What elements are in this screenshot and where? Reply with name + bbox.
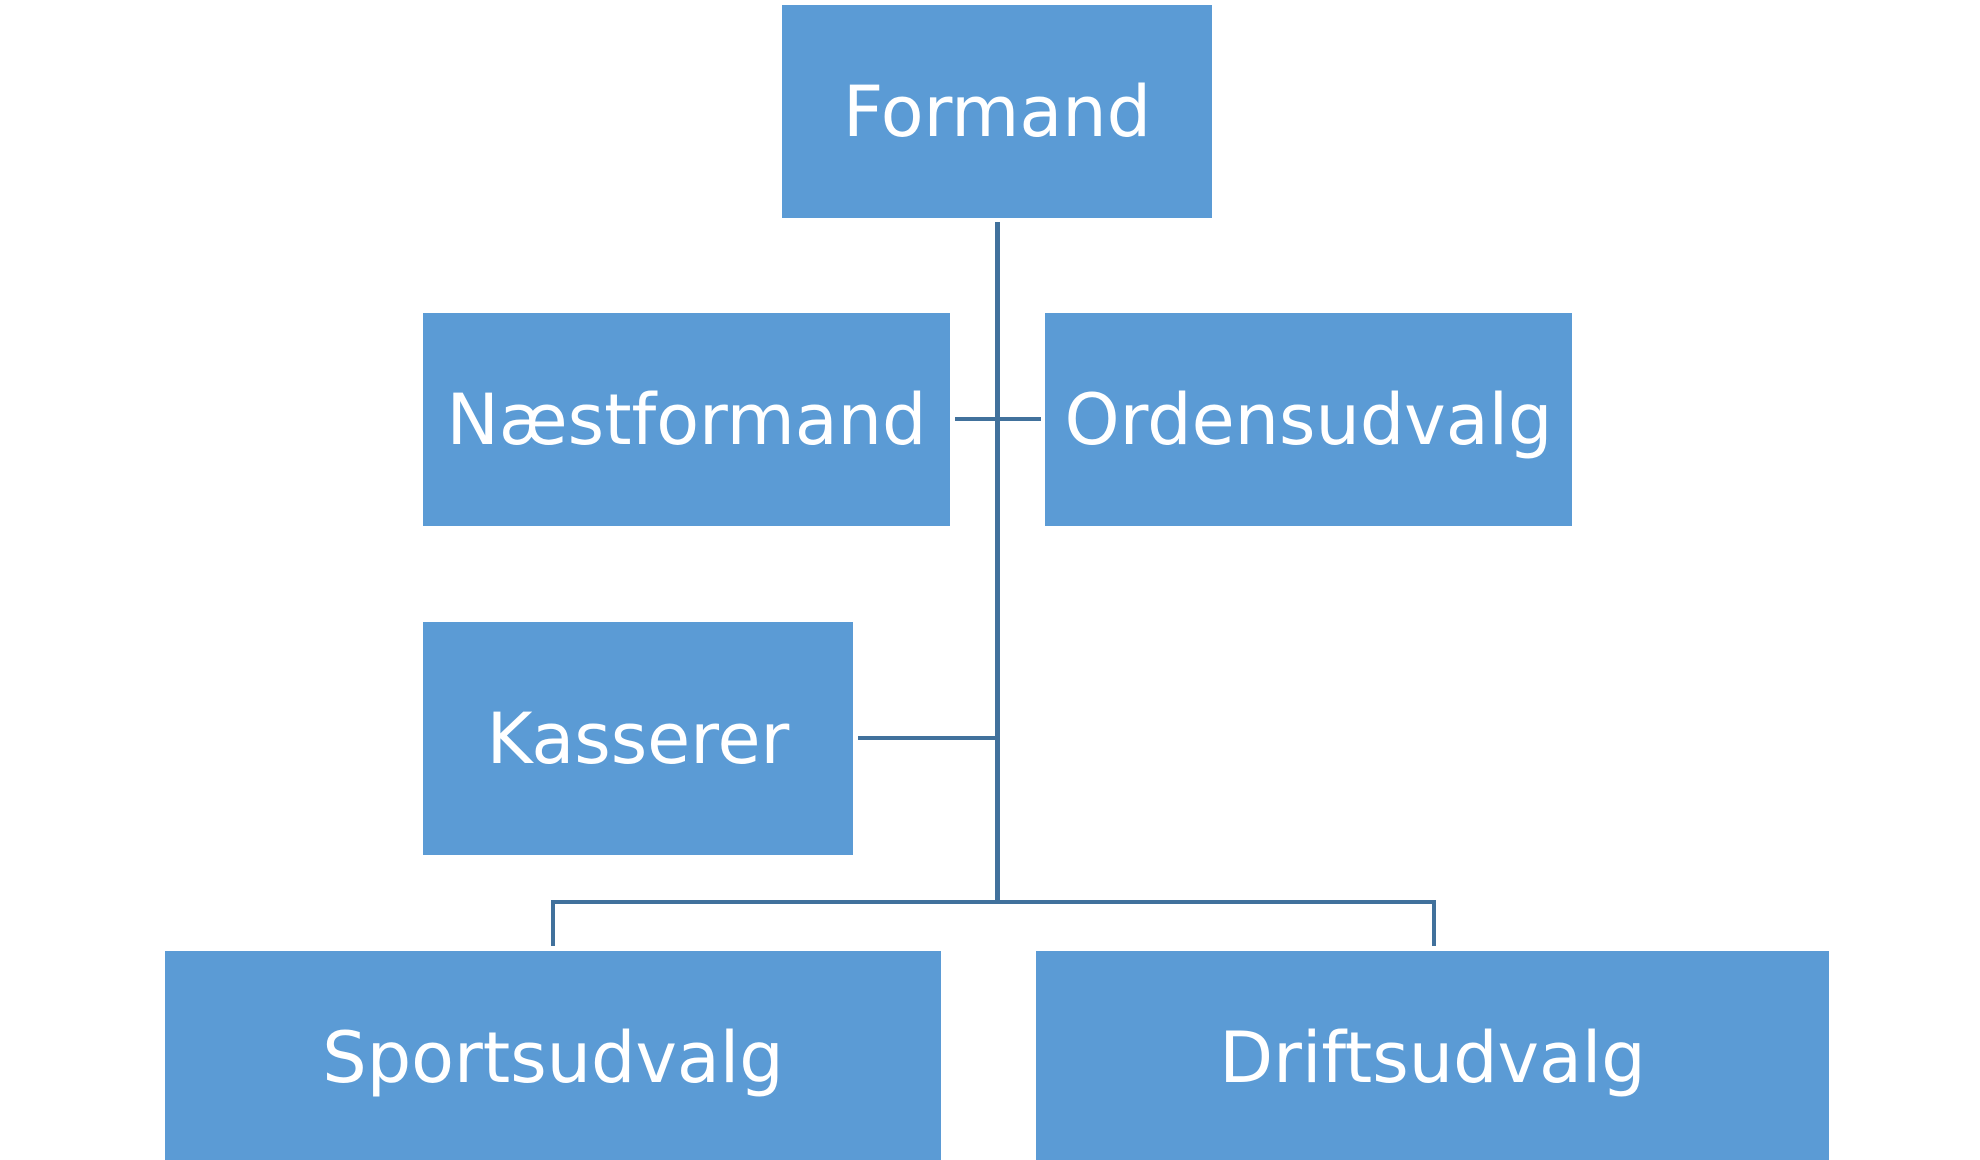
connector-driftsudvalg [1432, 900, 1436, 946]
node-label: Sportsudvalg [322, 1016, 784, 1099]
node-sportsudvalg: Sportsudvalg [165, 951, 941, 1160]
node-label: Kasserer [486, 697, 790, 780]
connector-sportsudvalg [551, 900, 555, 946]
node-label: Ordensudvalg [1064, 378, 1553, 461]
node-naestformand: Næstformand [423, 313, 950, 526]
connector-bottom-bar [551, 900, 1436, 904]
node-formand: Formand [782, 5, 1212, 218]
connector-kasserer [858, 736, 996, 740]
node-kasserer: Kasserer [423, 622, 853, 855]
node-ordensudvalg: Ordensudvalg [1045, 313, 1572, 526]
node-label: Næstformand [446, 378, 927, 461]
node-label: Formand [842, 70, 1152, 153]
connector-trunk [995, 222, 1000, 904]
node-driftsudvalg: Driftsudvalg [1036, 951, 1829, 1160]
node-label: Driftsudvalg [1219, 1016, 1646, 1099]
connector-ordensudvalg [999, 417, 1041, 421]
connector-naestformand [955, 417, 996, 421]
